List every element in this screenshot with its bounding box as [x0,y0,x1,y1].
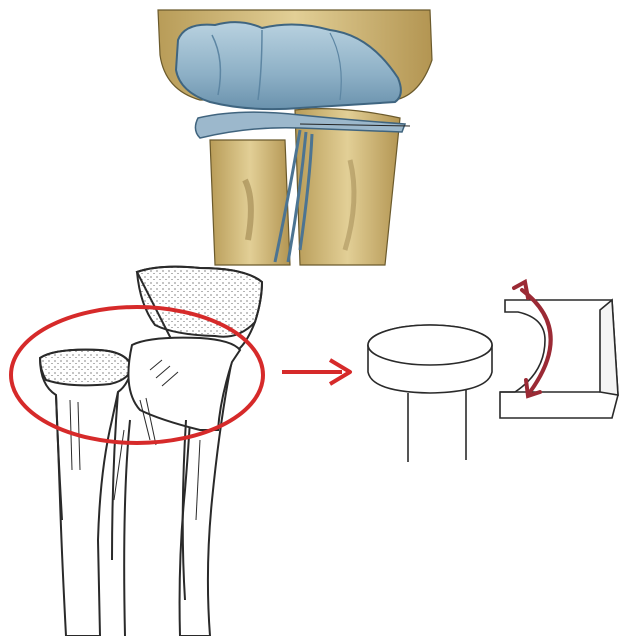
bone-line-drawing [40,267,262,636]
anatomical-illustration [150,8,440,266]
pivot-joint-model [368,300,618,462]
right-arrow-icon [282,360,350,384]
